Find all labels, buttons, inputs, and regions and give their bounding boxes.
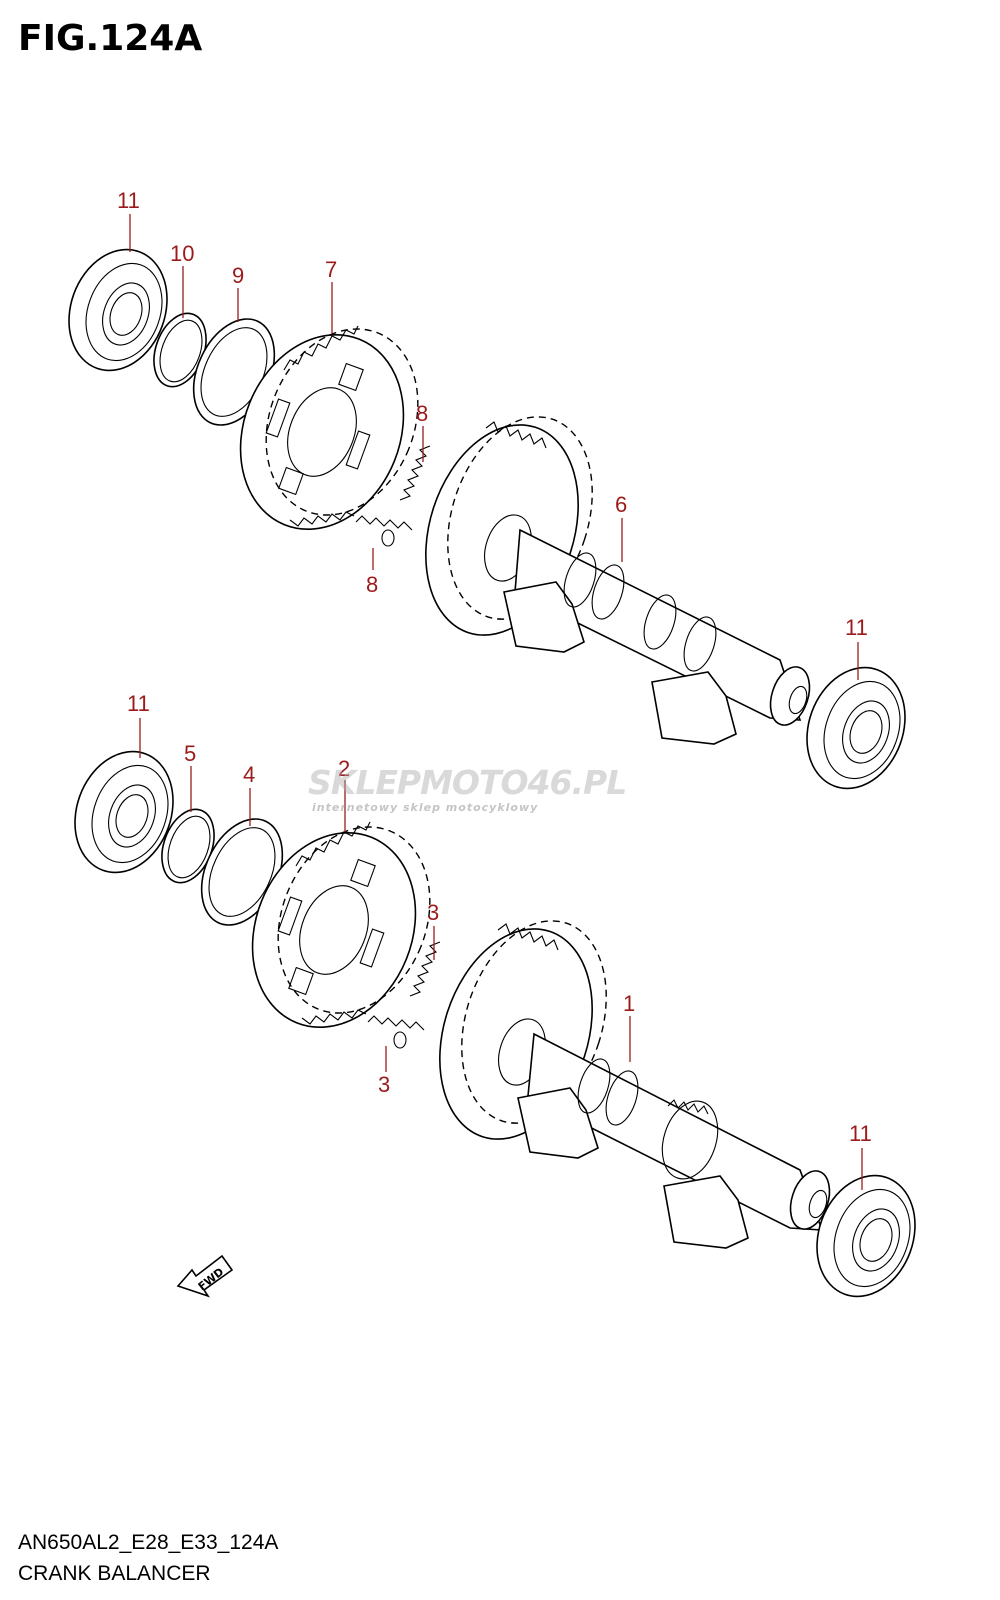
watermark-tagline: internetowy sklep motocyklowy (312, 801, 539, 814)
upper-spring-top (399, 445, 431, 501)
callouts: 11 10 9 7 8 8 6 11 11 5 4 2 3 3 1 11 (117, 188, 872, 1190)
lower-spring-top (409, 941, 441, 997)
lower-bearing-right (816, 1174, 916, 1298)
callout-upper-spring-top: 8 (416, 401, 428, 426)
callout-lower-spring-top: 3 (427, 900, 439, 925)
upper-bearing-right (806, 666, 906, 790)
lower-balancer-shaft (439, 920, 831, 1249)
callout-lower-circlip: 5 (184, 741, 196, 766)
callout-lower-bearing-left: 11 (127, 691, 150, 716)
lower-assembly (74, 750, 916, 1298)
callout-upper-bearing-right: 11 (845, 615, 868, 640)
watermark-logo: SKLEPMOTO46.PL (308, 763, 627, 802)
upper-bearing-left (68, 248, 168, 372)
upper-circlip (153, 312, 207, 388)
callout-upper-bearing-left: 11 (117, 188, 140, 213)
callout-lower-bearing-right: 11 (849, 1121, 872, 1146)
model-code: AN650AL2_E28_E33_124A (18, 1531, 279, 1554)
callout-upper-spring-bottom: 8 (366, 572, 378, 597)
fwd-direction-arrow: FWD (176, 1254, 234, 1298)
section-name: CRANK BALANCER (18, 1562, 211, 1585)
lower-bearing-left (74, 750, 174, 874)
callout-upper-circlip: 10 (170, 241, 194, 266)
callout-lower-shaft: 1 (623, 991, 635, 1016)
callout-lower-spring-bottom: 3 (378, 1072, 390, 1097)
callout-upper-washer: 9 (232, 263, 244, 288)
callout-lower-washer: 4 (243, 762, 255, 787)
figure-title: FIG.124A (18, 18, 203, 59)
upper-assembly (68, 248, 906, 790)
lower-spring-bottom (367, 1015, 425, 1049)
callout-upper-shaft: 6 (615, 492, 627, 517)
upper-balancer-shaft (425, 416, 811, 745)
callout-lower-gear: 2 (338, 756, 350, 781)
lower-gear-disk (251, 821, 431, 1029)
upper-gear-disk (239, 325, 419, 531)
callout-upper-gear: 7 (325, 257, 337, 282)
upper-spring-bottom (355, 515, 413, 547)
